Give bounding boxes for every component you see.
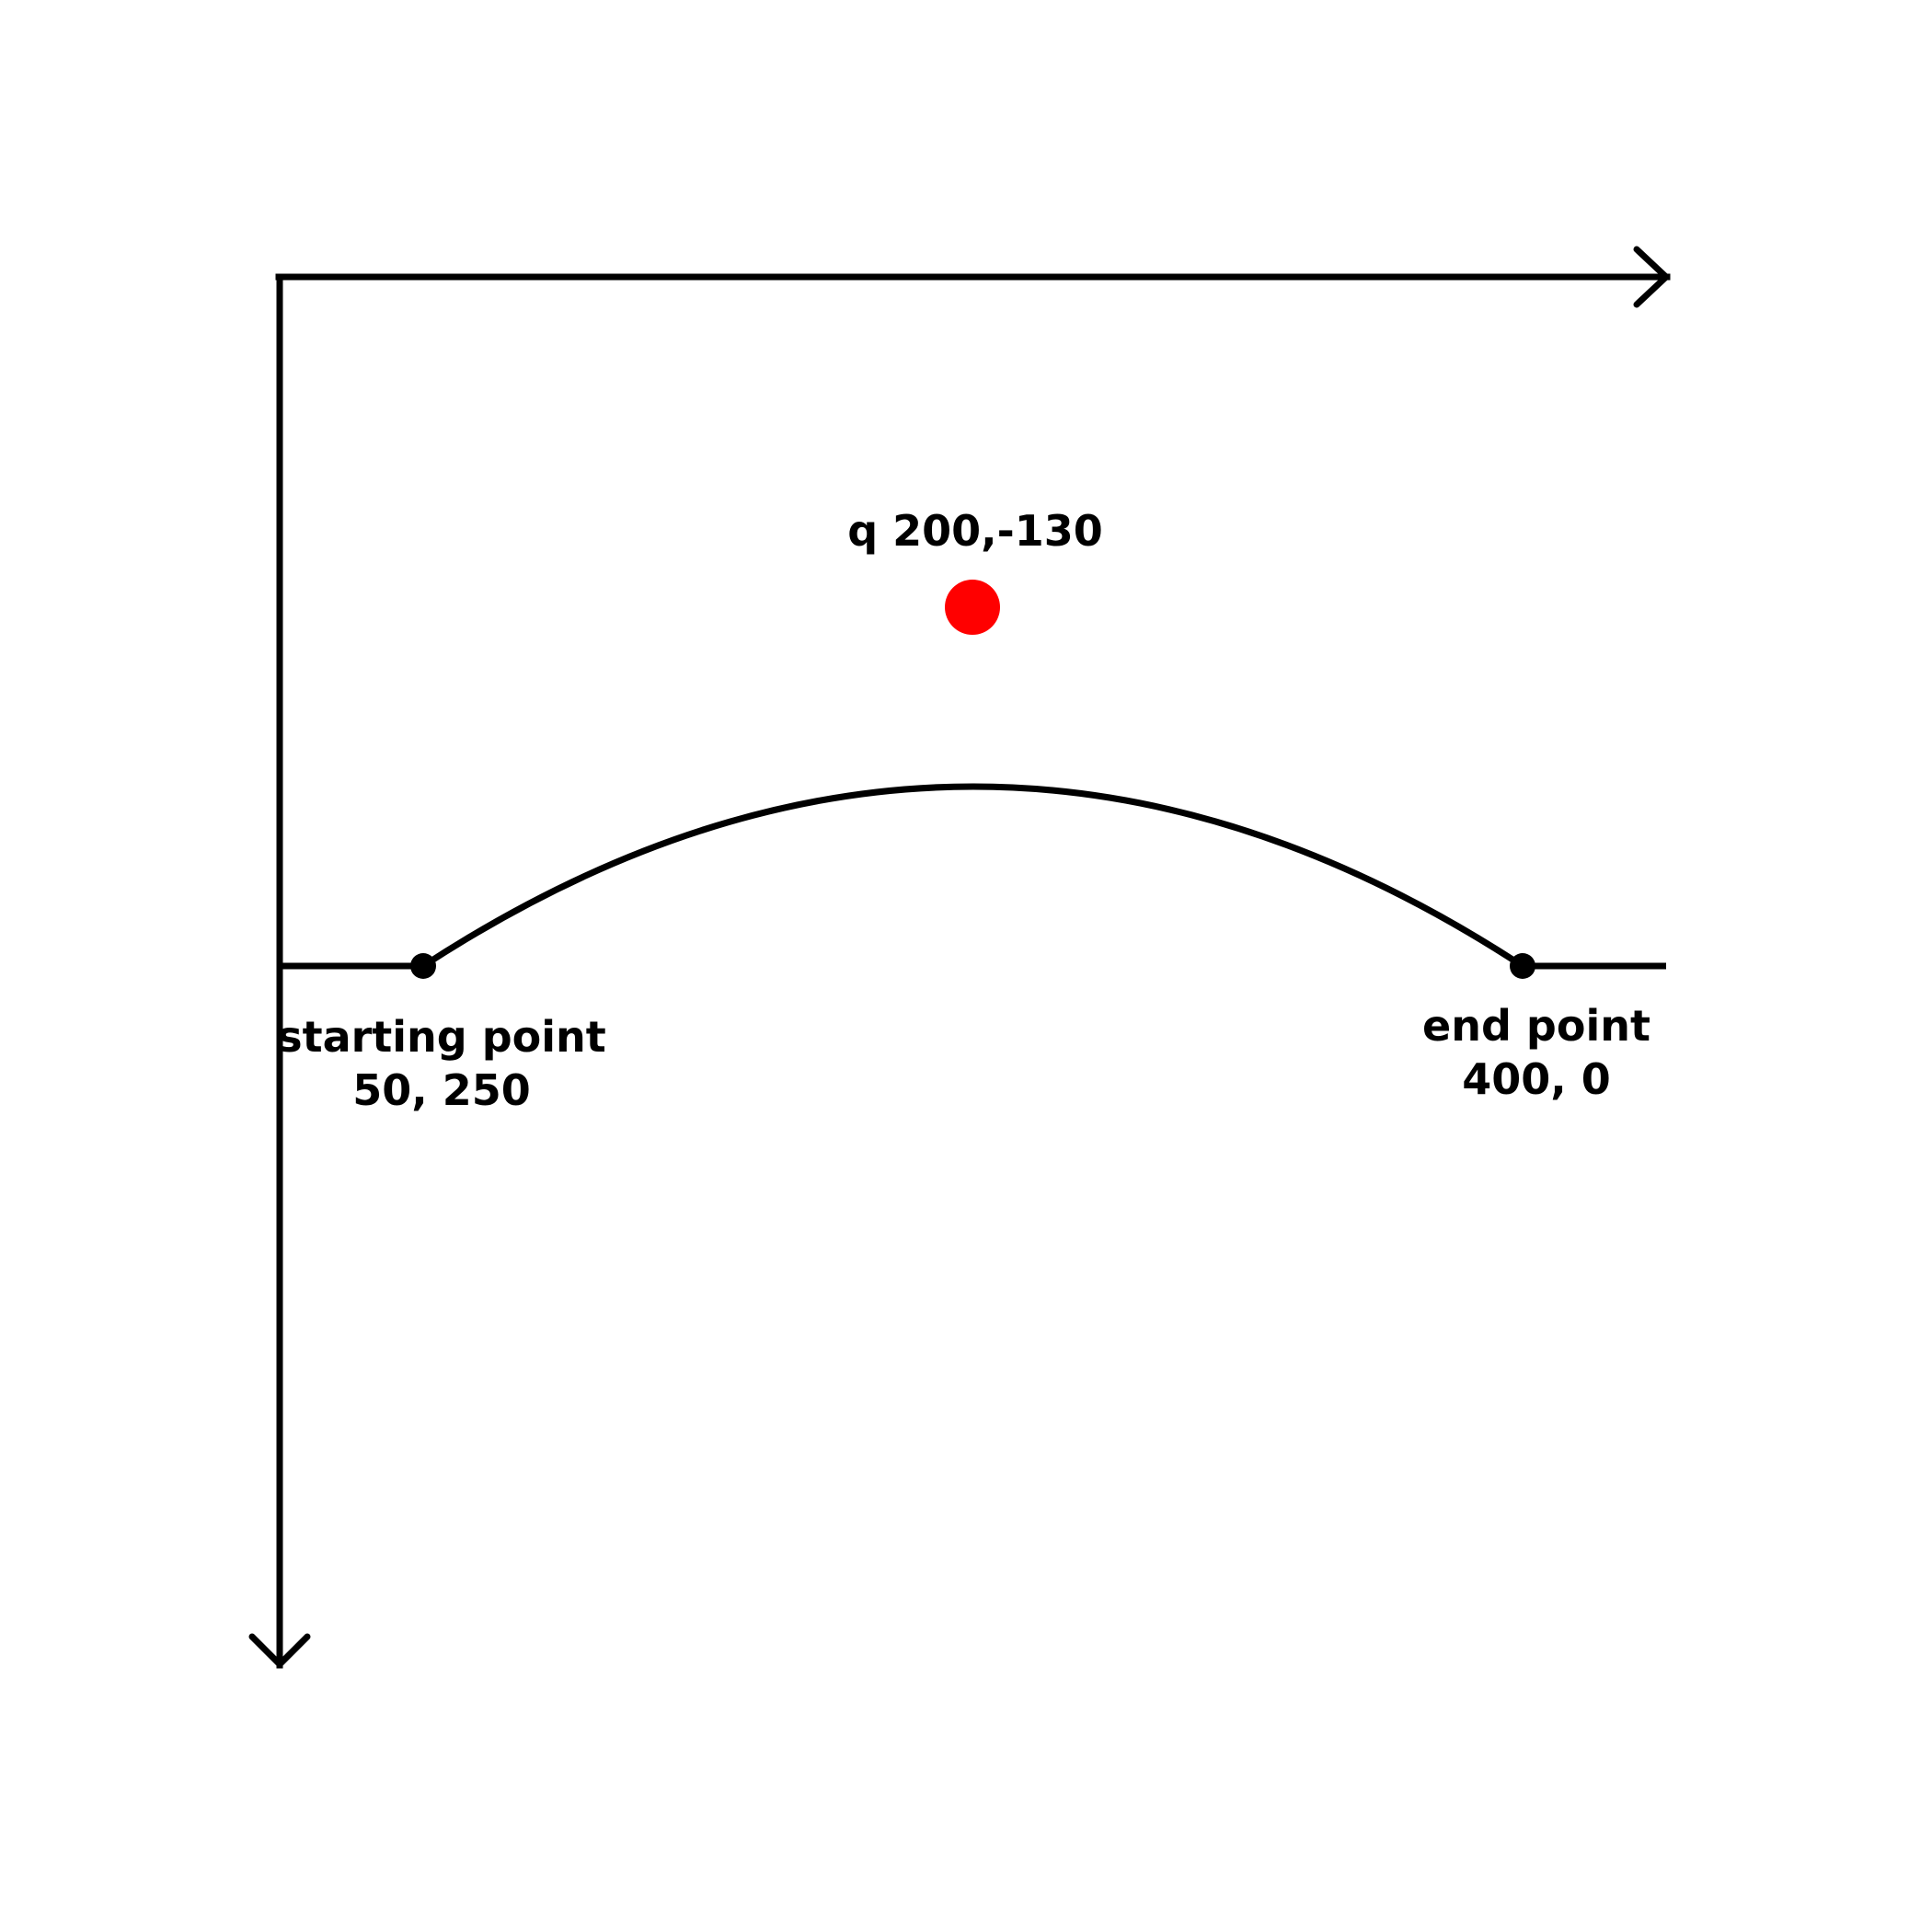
x-axis-arrowhead <box>1633 246 1670 308</box>
y-axis-arrowhead <box>248 1633 311 1668</box>
end-point-label: end point 400, 0 <box>1380 999 1693 1106</box>
bezier-curve <box>421 783 1524 969</box>
control-point-label: q 200,-130 <box>819 504 1132 558</box>
end-point-coords: 400, 0 <box>1462 1054 1611 1104</box>
start-point-title: starting point <box>277 1012 606 1062</box>
start-point-label: starting point 50, 250 <box>267 1010 616 1117</box>
end-point-marker <box>1510 953 1535 979</box>
end-point-title: end point <box>1422 1001 1650 1051</box>
control-point-label-text: q 200,-130 <box>847 506 1103 556</box>
start-point-coords: 50, 250 <box>352 1065 531 1115</box>
start-point-marker <box>410 953 436 979</box>
control-point-marker <box>945 580 1000 635</box>
